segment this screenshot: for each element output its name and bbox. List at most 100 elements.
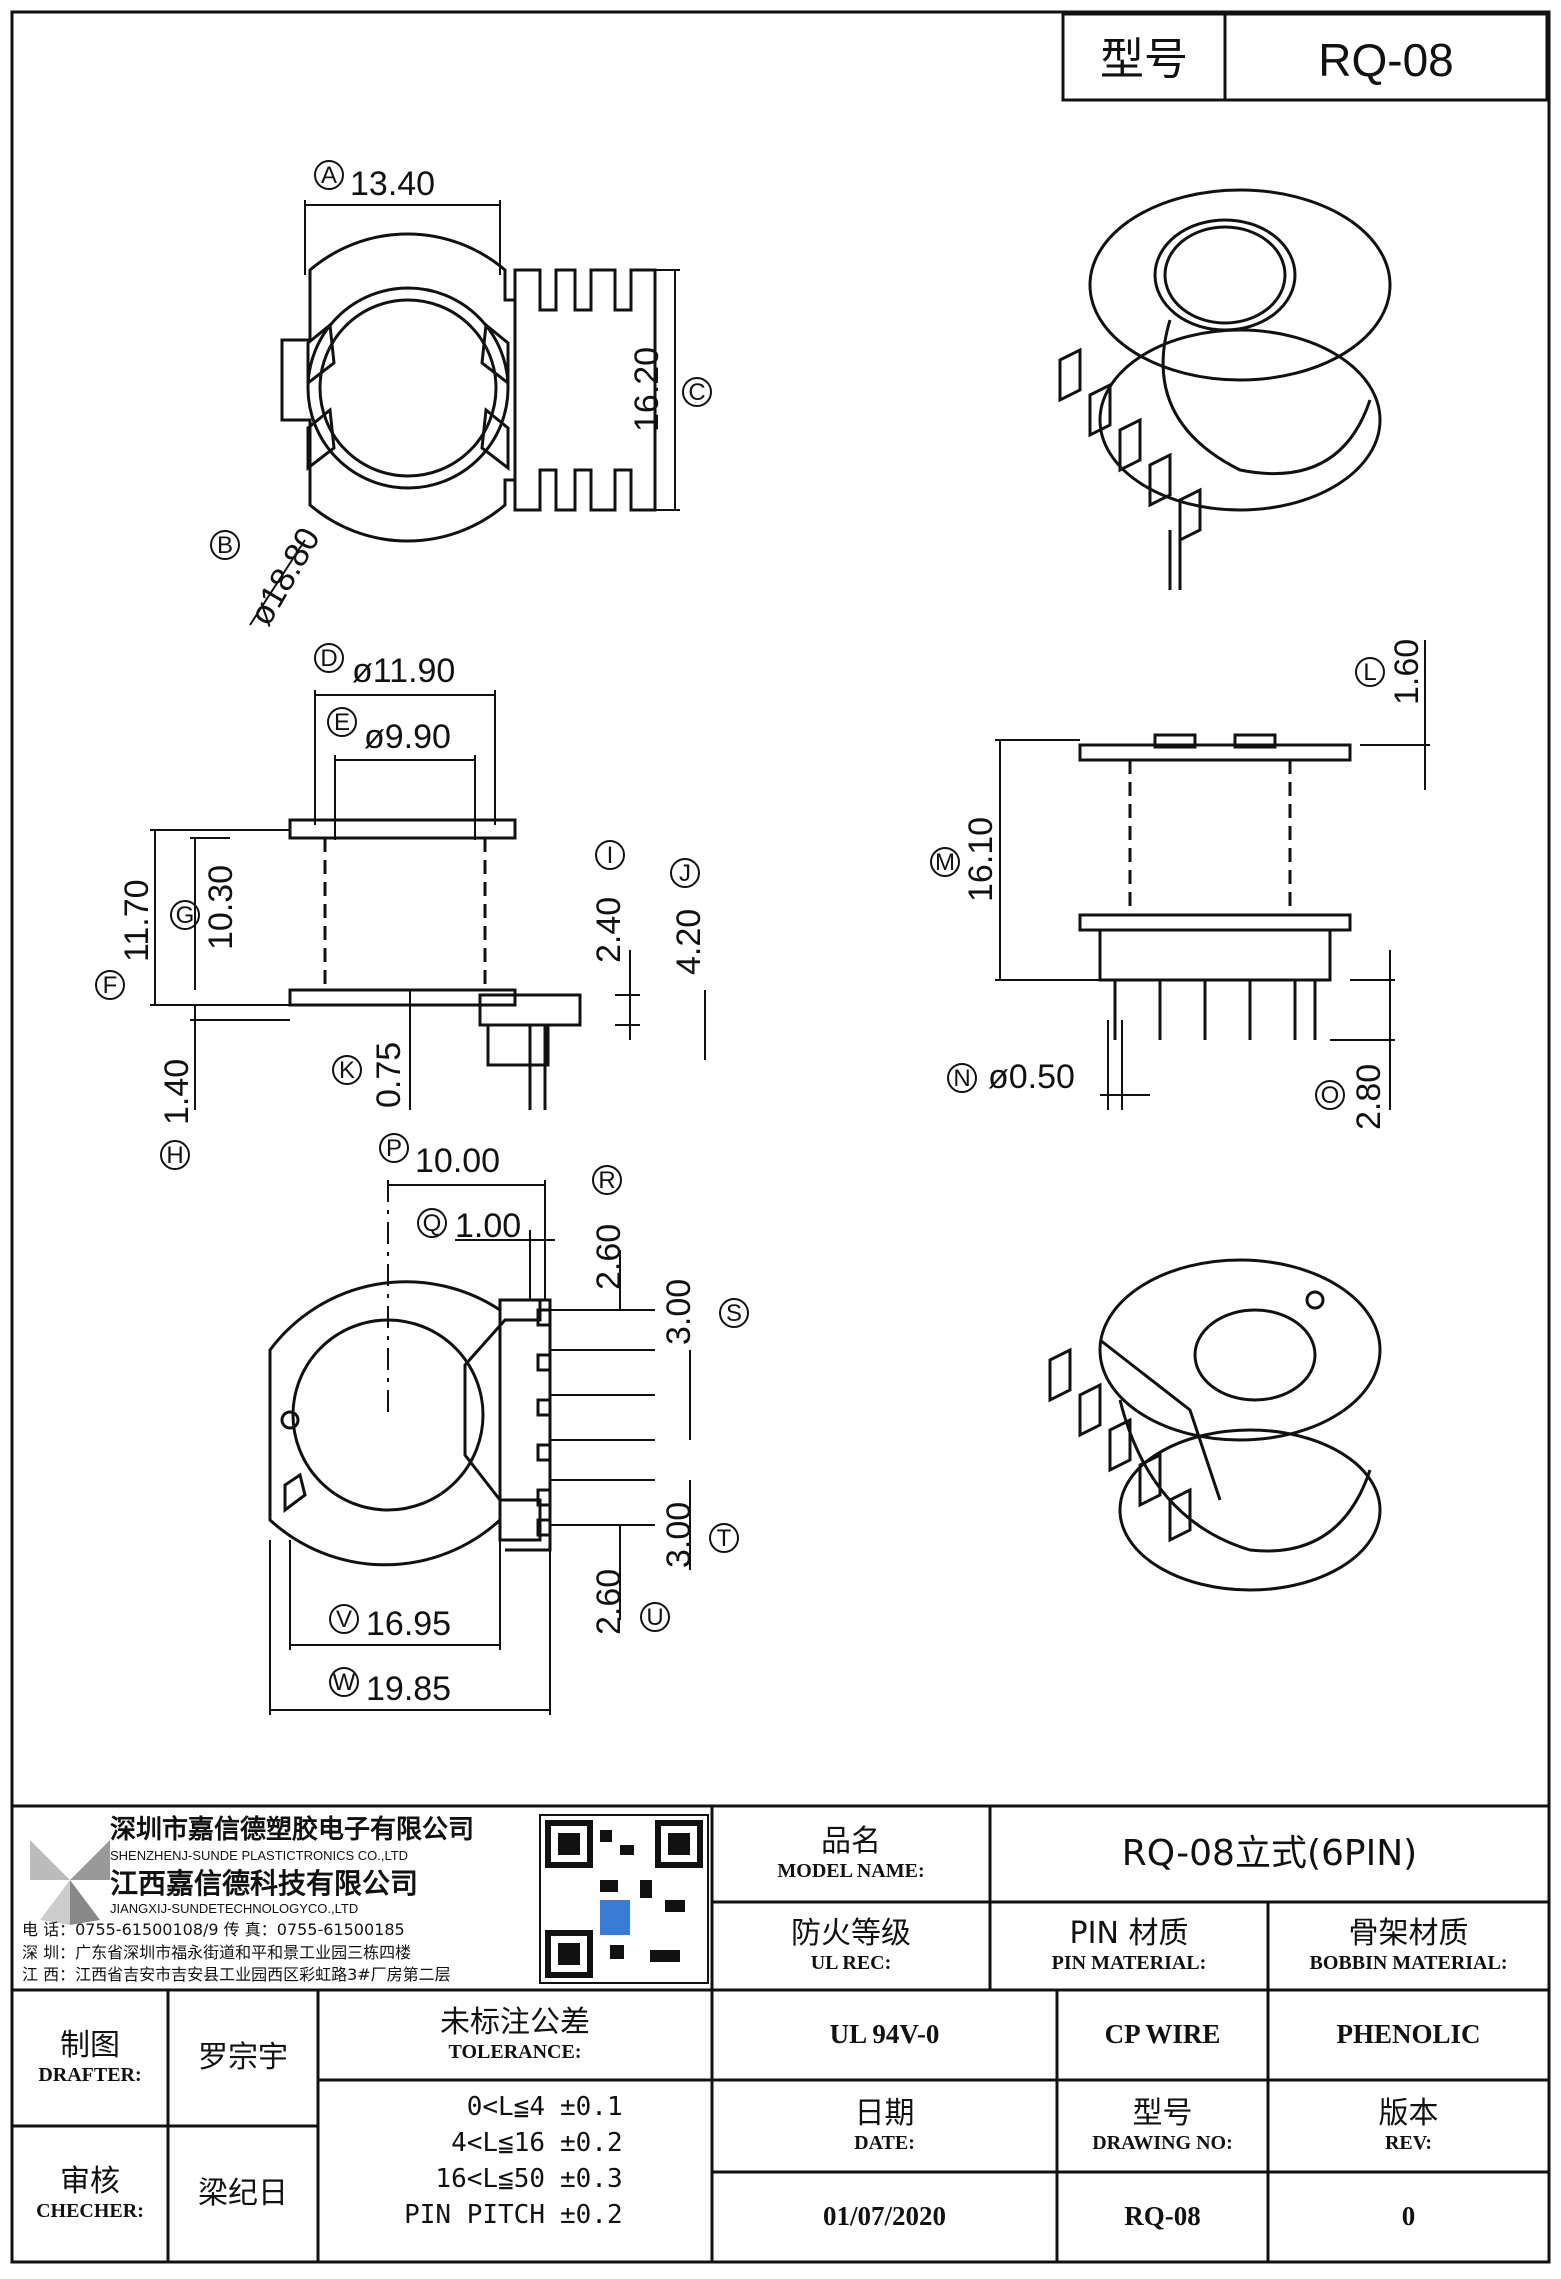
bottom-view-dims (269, 1133, 749, 1715)
dim-n-value: ø0.50 (988, 1058, 1075, 1096)
front-view-dims (95, 643, 706, 1170)
dimension-letters: A B C D E F G H I J K L M N O P Q R S T … (103, 162, 1377, 1696)
dim-s-value: 3.00 (660, 1279, 698, 1345)
company-name-jx-en: JIANGXIJ-SUNDETECHNOLOGYCO.,LTD (110, 1901, 358, 1916)
tolerance-label-cn: 未标注公差 (440, 2005, 590, 2041)
dim-letter-l: L (1363, 659, 1376, 686)
tolerance-value: ±0.2 (560, 2200, 623, 2230)
company-phone: 电 话：0755-61500108/9 传 真：0755-61500185 (22, 1920, 405, 1939)
date-value: 01/07/2020 (822, 2201, 946, 2232)
dim-r-value: 2.60 (590, 1224, 628, 1290)
bobbin-label-cell: 骨架材质 BOBBIN MATERIAL: (1268, 1902, 1549, 1990)
dim-letter-w: W (333, 1669, 356, 1696)
header-model-label: 型号 (1100, 34, 1188, 85)
bobbin-label-cn: 骨架材质 (1348, 1916, 1469, 1952)
dim-letter-n: N (953, 1065, 970, 1092)
dim-j-value: 4.20 (670, 909, 708, 975)
header-model-value: RQ-08 (1318, 34, 1453, 86)
rev-label-cn: 版本 (1378, 2096, 1439, 2132)
dim-letter-a: A (321, 162, 337, 189)
ul-value: UL 94V-0 (829, 2019, 940, 2050)
dim-w-value: 19.85 (366, 1670, 451, 1708)
pin-value-cell: CP WIRE (1057, 1990, 1268, 2080)
dim-u-value: 2.60 (590, 1569, 628, 1635)
dim-letter-d: D (320, 645, 337, 672)
dim-l-value: 1.60 (1388, 639, 1426, 705)
company-name-jx-cn: 江西嘉信德科技有限公司 (110, 1867, 418, 1900)
top-view (280, 232, 657, 543)
tolerance-range: 0<L≦4 (466, 2092, 545, 2122)
rev-value-cell: 0 (1268, 2172, 1549, 2262)
dim-b-value: ø18.80 (242, 521, 328, 632)
dim-letter-e: E (334, 709, 350, 736)
side-view (1078, 733, 1352, 1040)
checker-label-en: CHECHER: (36, 2199, 144, 2222)
model-name-label-cell: 品名 MODEL NAME: (712, 1806, 990, 1902)
dim-letter-h: H (166, 1142, 183, 1169)
drawing-no-value-cell: RQ-08 (1057, 2172, 1268, 2262)
dim-f-value: 11.70 (118, 879, 156, 962)
title-block-grid (12, 1806, 1549, 2262)
dim-a-value: 13.40 (350, 165, 435, 203)
ul-label-cell: 防火等级 UL REC: (712, 1902, 990, 1990)
drafter-label-cell: 制图 DRAFTER: (12, 1990, 168, 2126)
dim-letter-t: T (717, 1525, 732, 1552)
rev-value: 0 (1401, 2201, 1416, 2232)
drafter-label-cn: 制图 (60, 2028, 120, 2064)
dim-k-value: 0.75 (370, 1042, 408, 1108)
dim-letter-f: F (103, 972, 118, 999)
dim-letter-o: O (1321, 1082, 1340, 1109)
bobbin-value-cell: PHENOLIC (1268, 1990, 1549, 2080)
drafter-value: 罗宗宇 (198, 2039, 288, 2075)
drawing-no-label-cn: 型号 (1132, 2096, 1193, 2132)
company-name-sz-en: SHENZHENJ-SUNDE PLASTICTRONICS CO.,LTD (110, 1848, 408, 1863)
dim-letter-k: K (339, 1057, 355, 1084)
tolerance-label-en: TOLERANCE: (448, 2040, 582, 2063)
tolerance-range: 4<L≦16 (451, 2128, 545, 2158)
rev-label-cell: 版本 REV: (1268, 2080, 1549, 2172)
rev-label-en: REV: (1384, 2131, 1433, 2154)
dim-g-value: 10.30 (202, 865, 240, 950)
dim-h-value: 1.40 (158, 1059, 196, 1125)
checker-value: 梁纪日 (198, 2175, 288, 2211)
tolerance-value: ±0.2 (560, 2128, 623, 2158)
pin-value: CP WIRE (1104, 2019, 1221, 2050)
dim-c-value: 16.20 (628, 347, 666, 432)
dim-d-value: ø11.90 (352, 652, 455, 690)
header-box (1061, 12, 1549, 102)
dim-letter-v: V (336, 1606, 352, 1633)
pin-label-en: PIN MATERIAL: (1051, 1951, 1207, 1974)
company-address-sz: 深 圳：广东省深圳市福永街道和平和景工业园三栋四楼 (22, 1943, 411, 1962)
dim-letter-i: I (607, 842, 614, 869)
dim-letter-q: Q (423, 1210, 442, 1237)
dim-letter-p: P (386, 1135, 402, 1162)
pin-label-cn: PIN 材质 (1069, 1916, 1189, 1952)
bobbin-value: PHENOLIC (1336, 2019, 1481, 2050)
drafter-value-cell: 罗宗宇 (168, 1990, 318, 2126)
dim-letter-c: C (688, 379, 705, 406)
dim-p-value: 10.00 (415, 1142, 500, 1180)
dim-o-value: 2.80 (1350, 1064, 1388, 1130)
pin-label-cell: PIN 材质 PIN MATERIAL: (990, 1902, 1268, 1990)
drafter-label-en: DRAFTER: (38, 2063, 142, 2086)
date-label-cell: 日期 DATE: (712, 2080, 1057, 2172)
date-label-en: DATE: (854, 2131, 915, 2154)
ul-value-cell: UL 94V-0 (712, 1990, 1057, 2080)
checker-value-cell: 梁纪日 (168, 2126, 318, 2262)
model-name-label-en: MODEL NAME: (777, 1859, 925, 1882)
model-name-label-cn: 品名 (821, 1824, 881, 1860)
isometric-view-top (1058, 188, 1392, 590)
tolerance-value: ±0.3 (560, 2164, 623, 2194)
dim-letter-s: S (726, 1300, 742, 1327)
dim-letter-u: U (646, 1604, 663, 1631)
company-address-jx: 江 西：江西省吉安市吉安县工业园西区彩虹路3#厂房第二层 (22, 1965, 451, 1984)
dim-t-value: 3.00 (660, 1502, 698, 1568)
company-logo (30, 1840, 110, 1925)
drawing-no-value: RQ-08 (1124, 2201, 1201, 2232)
dim-q-value: 1.00 (455, 1207, 521, 1245)
tolerance-range: PIN PITCH (404, 2200, 545, 2230)
isometric-view-bottom (1048, 1258, 1382, 1592)
dim-i-value: 2.40 (590, 897, 628, 963)
